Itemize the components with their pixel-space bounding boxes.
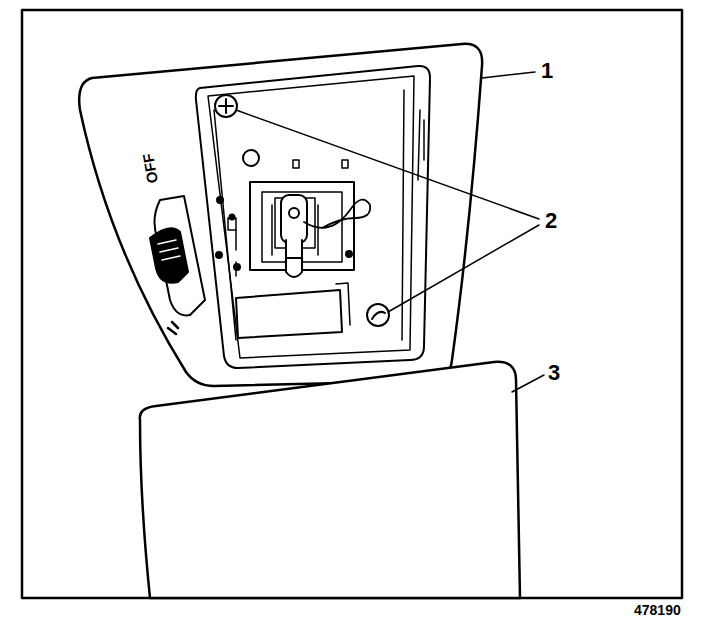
callout-number: 2 [545, 210, 557, 232]
leader-line [482, 72, 535, 78]
leader-line [388, 225, 539, 312]
switch-knob [150, 228, 188, 283]
lamp-lens [140, 362, 520, 598]
screw [367, 304, 389, 326]
housing-opening [196, 66, 430, 368]
leader-line [512, 375, 544, 392]
figure-frame [22, 10, 682, 598]
callout-number: 3 [548, 362, 560, 384]
wire [304, 200, 370, 228]
connector [236, 290, 342, 338]
inner-plate [208, 76, 414, 358]
lamp-housing [79, 44, 482, 386]
leader-line [236, 110, 539, 219]
callout-number: 1 [541, 60, 553, 82]
bulb [281, 195, 307, 243]
figure-number: 478190 [634, 603, 681, 617]
screw [215, 95, 237, 117]
